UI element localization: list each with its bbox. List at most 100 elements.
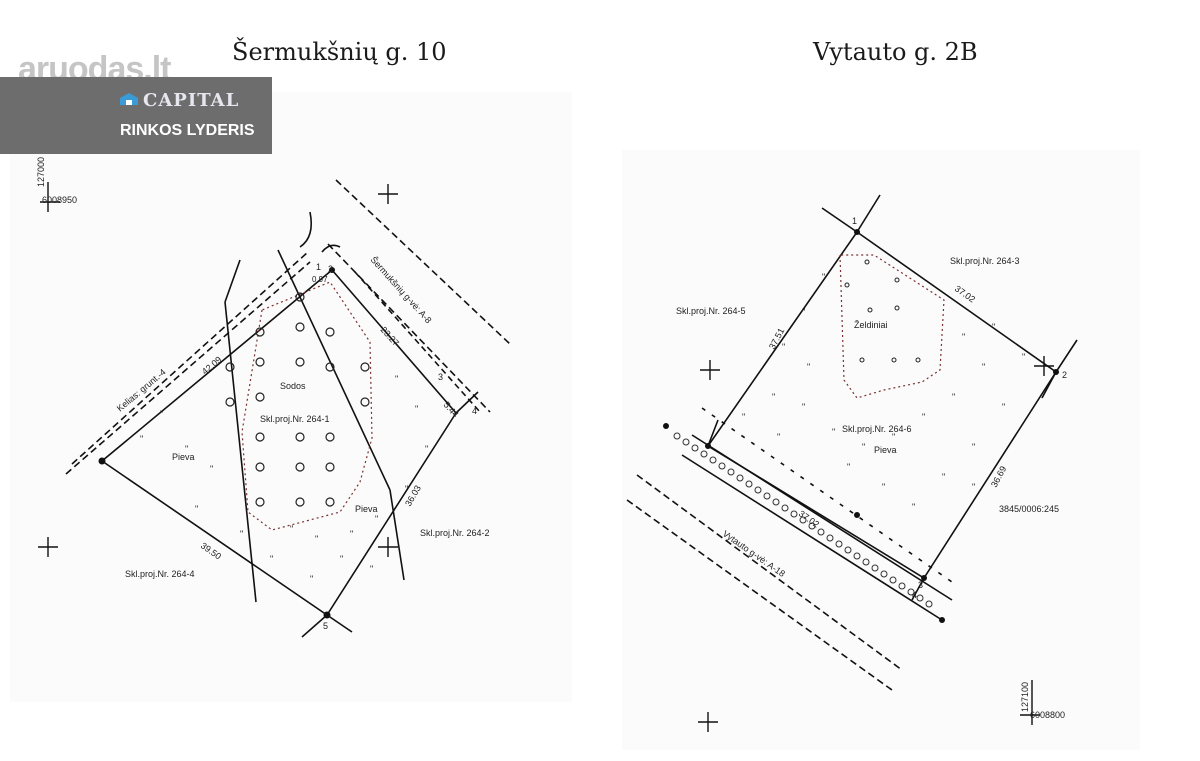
vertex-marker <box>854 512 860 518</box>
point-label: 5 <box>323 621 328 631</box>
brand-tagline: RINKOS LYDERIS <box>120 122 255 139</box>
street-label: Vytauto g-vė: A-18 <box>721 528 787 578</box>
svg-text:": " <box>942 472 945 482</box>
svg-text:": " <box>270 554 273 564</box>
svg-text:": " <box>832 427 835 437</box>
svg-text:": " <box>802 402 805 412</box>
point-label: 1 <box>852 216 857 226</box>
house-icon <box>120 93 138 105</box>
svg-text:": " <box>185 444 188 454</box>
svg-text:": " <box>425 444 428 454</box>
svg-text:": " <box>922 412 925 422</box>
svg-text:": " <box>310 574 313 584</box>
street-dots <box>673 432 933 608</box>
grass-marks: " " " " " " " " " " " " " " " " " " <box>140 374 428 584</box>
svg-text:": " <box>982 362 985 372</box>
svg-text:": " <box>405 484 408 494</box>
svg-text:": " <box>972 482 975 492</box>
svg-text:": " <box>290 524 293 534</box>
dimension-label: 0.97 <box>312 275 328 284</box>
svg-text:": " <box>240 529 243 539</box>
greenery-outline <box>839 254 945 399</box>
brand-banner <box>0 77 272 154</box>
orchard-label: Sodos <box>280 381 306 391</box>
parcel-east-label: 3845/0006:245 <box>999 504 1059 514</box>
svg-text:": " <box>992 322 995 332</box>
marker <box>939 617 945 623</box>
vertex-marker <box>854 229 860 235</box>
svg-text:": " <box>847 462 850 472</box>
svg-text:": " <box>892 432 895 442</box>
svg-text:": " <box>415 404 418 414</box>
coord-x-label: 6008800 <box>1030 710 1065 720</box>
svg-text:": " <box>315 534 318 544</box>
grid-crosses <box>38 182 398 557</box>
point-label: 2 <box>328 264 333 274</box>
svg-text:": " <box>972 442 975 452</box>
coord-x-label: 6008950 <box>42 195 77 205</box>
vertex-marker <box>921 575 927 581</box>
svg-text:": " <box>395 374 398 384</box>
svg-text:": " <box>882 482 885 492</box>
grass-marks: """ """ """ """ """ """ """ """ <box>742 272 1025 512</box>
svg-text:": " <box>1022 352 1025 362</box>
svg-text:": " <box>140 434 143 444</box>
point-label: 3 <box>438 372 443 382</box>
orchard-outline <box>241 281 373 531</box>
site-plan-left-drawing: """ """ """ """ """ """ 127000 6008950 Š… <box>36 157 511 638</box>
dimension-label: 5.44 <box>442 400 461 420</box>
site-plan-right: """ """ """ """ """ """ """ """ Skl.proj… <box>622 150 1140 750</box>
svg-text:": " <box>160 409 163 419</box>
svg-text:": " <box>772 392 775 402</box>
svg-text:": " <box>782 342 785 352</box>
point-label: 2 <box>1062 370 1067 380</box>
street-label: Šermukšnių g-vė: A-8 <box>369 255 434 326</box>
parcel-main-label: Skl.proj.Nr. 264-6 <box>842 424 912 434</box>
vertex-marker <box>1053 369 1059 375</box>
svg-text:": " <box>862 442 865 452</box>
svg-text:": " <box>350 529 353 539</box>
svg-text:": " <box>370 564 373 574</box>
svg-text:": " <box>952 392 955 402</box>
parcel-main-label: Skl.proj.Nr. 264-1 <box>260 414 330 424</box>
svg-text:": " <box>822 272 825 282</box>
site-plan-right-drawing: """ """ """ """ """ """ """ """ Skl.proj… <box>626 194 1078 732</box>
plan-title-right: Vytauto g. 2B <box>813 38 978 66</box>
point-label: 1 <box>316 262 321 272</box>
dimension-label: 39.50 <box>199 540 223 561</box>
dimension-label: 36.69 <box>989 464 1008 489</box>
svg-text:": " <box>777 432 780 442</box>
svg-text:": " <box>1002 402 1005 412</box>
parcel-south-label: Skl.proj.Nr. 264-4 <box>125 569 195 579</box>
plan-title-left: Šermukšnių g. 10 <box>232 38 447 66</box>
vertex-marker <box>323 611 331 619</box>
point-label: 4 <box>472 406 477 416</box>
marker <box>663 423 669 429</box>
vertex-marker <box>705 443 711 449</box>
vertex-marker <box>98 457 106 465</box>
greenery-label: Želdiniai <box>854 320 888 330</box>
svg-text:": " <box>912 502 915 512</box>
svg-text:": " <box>742 412 745 422</box>
vertex-marker <box>329 267 335 273</box>
meadow-label: Pieva <box>355 504 378 514</box>
grid-crosses <box>698 356 1054 732</box>
parcel-east-label: Skl.proj.Nr. 264-2 <box>420 528 490 538</box>
svg-text:": " <box>340 554 343 564</box>
road-label: Kelias: grunt.-4 <box>115 367 168 414</box>
coord-y-label: 127100 <box>1020 682 1030 712</box>
brand-name: CAPITAL <box>143 90 240 111</box>
greenery-trees <box>844 259 921 363</box>
site-plan-left: """ """ """ """ """ """ 127000 6008950 Š… <box>10 92 572 702</box>
parcel-boundary <box>100 268 457 617</box>
svg-text:": " <box>195 504 198 514</box>
svg-text:": " <box>375 514 378 524</box>
point-label: 3 <box>918 580 923 590</box>
meadow-label: Pieva <box>874 445 897 455</box>
svg-text:": " <box>210 464 213 474</box>
parcel-west-label: Skl.proj.Nr. 264-5 <box>676 306 746 316</box>
orchard-trees <box>225 292 370 507</box>
svg-text:": " <box>802 307 805 317</box>
point-label: 4 <box>912 590 917 600</box>
svg-text:": " <box>962 332 965 342</box>
